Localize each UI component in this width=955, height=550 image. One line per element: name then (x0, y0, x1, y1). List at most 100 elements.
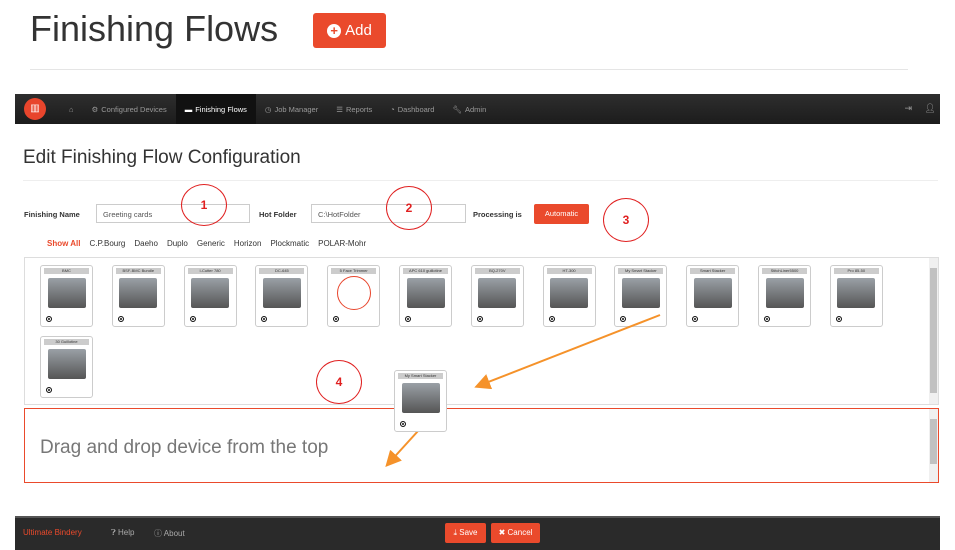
device-card[interactable]: Smart Stacker (686, 265, 740, 327)
home-icon[interactable]: ⌂ (69, 104, 74, 114)
filter-polar-mohr[interactable]: POLAR-Mohr (318, 239, 367, 248)
nav-label: Dashboard (397, 104, 435, 114)
device-card[interactable]: 5 Face Trimmer (327, 265, 381, 327)
device-card[interactable]: Pro 85-50 (829, 265, 883, 327)
device-name: Smart Stacker (690, 268, 736, 274)
drop-zone[interactable]: Drag and drop device from the top (24, 408, 939, 483)
divider (23, 180, 938, 181)
add-circle-icon[interactable] (189, 316, 196, 322)
help-label: Help (118, 528, 135, 537)
filter-daeho[interactable]: Daeho (134, 239, 158, 248)
drop-zone-text: Drag and drop device from the top (40, 437, 329, 458)
cancel-label: Cancel (507, 528, 533, 537)
add-circle-icon[interactable] (46, 387, 52, 393)
nav-label: Configured Devices (101, 104, 167, 114)
device-image (837, 278, 876, 308)
device-card[interactable]: 30 Guillotine (40, 336, 93, 398)
filter-c-p-bourg[interactable]: C.P.Bourg (89, 239, 126, 248)
about-link[interactable]: ⓘ About (154, 529, 185, 538)
filter-generic[interactable]: Generic (196, 239, 225, 248)
device-image (401, 383, 440, 413)
device-image (550, 278, 589, 308)
clock-icon: ◷ (264, 104, 272, 114)
nav-dashboard[interactable]: ◔Dashboard (381, 94, 443, 124)
device-card[interactable]: BQ-270V (470, 265, 524, 327)
about-label: About (163, 529, 185, 538)
device-card[interactable]: My Smart Stacker (614, 265, 668, 327)
device-name: 30 Guillotine (44, 339, 89, 345)
device-name: BSF-BMC Bundle (115, 268, 161, 274)
nav-label: Job Manager (274, 104, 319, 114)
cancel-button[interactable]: ✖ Cancel (491, 523, 540, 543)
nav-finishing-flows[interactable]: ▬Finishing Flows (175, 94, 256, 124)
add-button[interactable]: +Add (313, 13, 386, 48)
add-circle-icon[interactable] (400, 421, 406, 427)
device-image (47, 349, 86, 379)
nav-admin[interactable]: 🔧︎Admin (443, 94, 495, 124)
add-circle-icon[interactable] (620, 316, 627, 322)
add-circle-icon[interactable] (692, 316, 699, 322)
logo-icon[interactable]: ▥ (24, 98, 46, 120)
device-name: DC-645 (259, 268, 305, 274)
filter-show-all[interactable]: Show All (47, 239, 81, 248)
add-circle-icon[interactable] (333, 316, 340, 322)
nav-configured-devices[interactable]: ⚙Configured Devices (83, 94, 176, 124)
close-icon: ✖ (498, 528, 506, 537)
device-image (693, 278, 732, 308)
device-name: 5 Face Trimmer (331, 268, 377, 274)
nav-label: Admin (465, 104, 487, 114)
annotation-4: 4 (316, 360, 362, 404)
add-circle-icon[interactable] (476, 316, 483, 322)
device-palette: BMC BSF-BMC Bundle I-Cutter 780 DC-645 5 Fac… (24, 257, 939, 405)
device-name: I-Cutter 780 (187, 268, 233, 274)
device-card[interactable]: BMC (40, 265, 93, 327)
dragged-device-card[interactable]: My Smart Stacker (394, 370, 447, 432)
add-circle-icon[interactable] (117, 316, 124, 322)
device-image (262, 278, 301, 308)
nav-job-manager[interactable]: ◷Job Manager (256, 94, 327, 124)
filter-horizon[interactable]: Horizon (233, 239, 262, 248)
footer-bar: Ultimate Bindery ❓︎ Help ⓘ About ⤓ Save … (15, 516, 940, 550)
add-circle-icon[interactable] (548, 316, 555, 322)
scrollbar[interactable] (929, 258, 938, 404)
logout-icon[interactable]: ⇥ 👤︎ (904, 103, 936, 113)
device-name: StitchLiner5500 (762, 268, 807, 274)
annotation-3: 3 (603, 198, 649, 242)
hot-folder-label: Hot Folder (259, 210, 297, 219)
gear-icon: ⚙ (91, 104, 99, 114)
device-card[interactable]: StitchLiner5500 (758, 265, 811, 327)
navbar: ▥ ⌂ ⚙Configured Devices ▬Finishing Flows… (15, 94, 940, 124)
brand-link[interactable]: Ultimate Bindery (23, 528, 82, 537)
nav-reports[interactable]: ☰Reports (327, 94, 381, 124)
processing-toggle[interactable]: Automatic (534, 204, 589, 224)
device-card[interactable]: BSF-BMC Bundle (111, 265, 165, 327)
briefcase-icon: ▬ (184, 104, 193, 114)
device-card[interactable]: APC 610 guillotine (399, 265, 452, 327)
page-title: Finishing Flows (30, 8, 279, 49)
device-card[interactable]: I-Cutter 780 (183, 265, 237, 327)
add-circle-icon[interactable] (405, 316, 411, 322)
device-name: HT-300 (546, 268, 592, 274)
device-card[interactable]: HT-300 (542, 265, 596, 327)
filter-plockmatic[interactable]: Plockmatic (270, 239, 310, 248)
add-circle-icon[interactable] (46, 316, 52, 322)
add-circle-icon[interactable] (835, 316, 842, 322)
add-circle-icon[interactable] (261, 316, 268, 322)
device-name: My Smart Stacker (618, 268, 664, 274)
help-link[interactable]: ❓︎ Help (111, 528, 135, 537)
add-circle-icon[interactable] (764, 316, 770, 322)
scrollbar[interactable] (929, 409, 938, 482)
device-image (119, 278, 158, 308)
device-name: My Smart Stacker (398, 373, 443, 379)
device-name: BMC (44, 268, 89, 274)
manufacturer-filters: Show All C.P.Bourg Daeho Duplo Generic Horizo… (47, 239, 366, 248)
dashboard-icon: ◔ (390, 104, 395, 114)
add-label: Add (345, 22, 372, 39)
save-button[interactable]: ⤓ Save (445, 523, 486, 543)
finishing-name-label: Finishing Name (24, 210, 80, 219)
plus-icon: + (327, 23, 342, 38)
filter-duplo[interactable]: Duplo (166, 239, 188, 248)
finishing-name-input[interactable]: Greeting cards (96, 204, 250, 223)
device-card[interactable]: DC-645 (255, 265, 309, 327)
